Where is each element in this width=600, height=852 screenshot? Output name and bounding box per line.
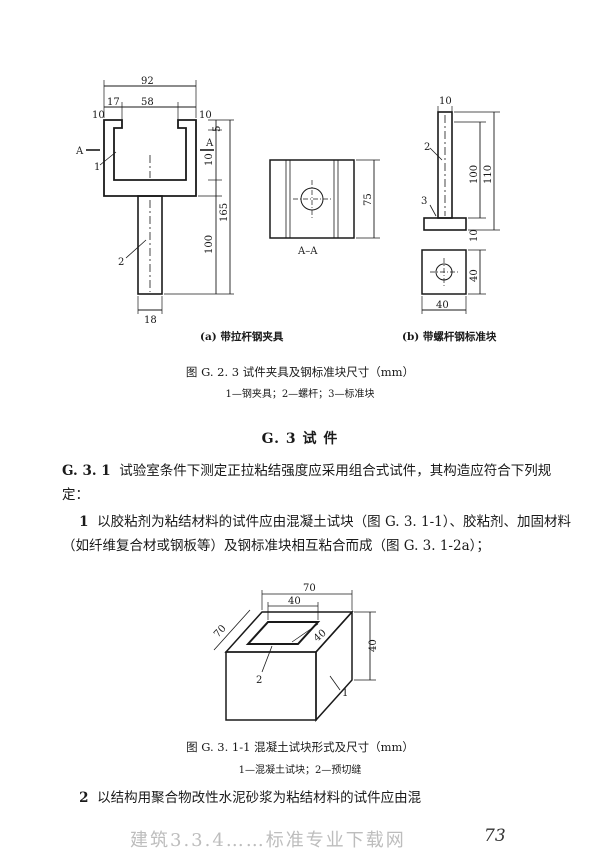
dim-a-100: 100 (204, 235, 215, 254)
label-part-2: 2 (118, 257, 124, 268)
clause-text: 试验室条件下测定正拉粘结强度应采用组合式试件，其构造应符合下列规定： (62, 463, 552, 503)
dim-a-92: 92 (141, 76, 154, 87)
label-part-1: 1 (94, 162, 100, 173)
footer-watermark: 建筑3.3.4……标准专业下载网 (130, 830, 406, 851)
dim-a-58: 58 (141, 97, 154, 108)
figure-g311-legend: 1—混凝土试块；2—预切缝 (238, 765, 362, 776)
figure-g23-drawing: 92 10 17 58 10 A A 1 2 18 A–A 10 2 3 40 … (75, 76, 500, 343)
label-section-right: A (205, 138, 214, 149)
item-2: 2 以结构用聚合物改性水泥砂浆为粘结材料的试件应由混 (62, 786, 572, 810)
item-2-text: 以结构用聚合物改性水泥砂浆为粘结材料的试件应由混 (97, 790, 422, 806)
label-b-part-3: 3 (421, 196, 427, 207)
item-1-number: 1 (79, 514, 89, 530)
item-1-text: 以胶粘剂为粘结材料的试件应由混凝土试块（图 G. 3. 1-1）、胶粘剂、加固材… (62, 514, 572, 554)
subcaption-b: (b) 带螺杆钢标准块 (402, 330, 497, 343)
dim-a-10-right: 10 (199, 110, 212, 121)
section-aa-label: A–A (297, 246, 318, 257)
figure-g23-legend: 1—钢夹具；2—螺杆；3—标准块 (225, 389, 375, 400)
item-2-number: 2 (79, 790, 89, 806)
section-title: G. 3 试 件 (261, 431, 339, 447)
page-number: 73 (484, 826, 506, 846)
label-2: 2 (256, 675, 262, 686)
clause-number: G. 3. 1 (62, 463, 111, 479)
item-1: 1 以胶粘剂为粘结材料的试件应由混凝土试块（图 G. 3. 1-1）、胶粘剂、加… (62, 510, 572, 558)
dim-a-5: 5 (212, 126, 223, 132)
dim-b-110: 110 (483, 165, 494, 184)
dim-side-70: 70 (212, 623, 229, 640)
dim-top-40: 40 (288, 596, 301, 607)
label-b-part-2: 2 (424, 142, 430, 153)
dim-top-70: 70 (303, 583, 316, 594)
figure-g311-drawing: 70 40 2 1 70 40 40 (212, 583, 379, 722)
dim-b-40-w: 40 (436, 300, 449, 311)
dim-b-plate-10: 10 (469, 229, 480, 242)
dim-b-100: 100 (469, 165, 480, 184)
figure-g23-caption: 图 G. 2. 3 试件夹具及钢标准块尺寸（mm） (185, 365, 415, 379)
dim-aa-75: 75 (363, 193, 374, 206)
clause-g31: G. 3. 1 试验室条件下测定正拉粘结强度应采用组合式试件，其构造应符合下列规… (62, 459, 562, 507)
figure-g311-caption: 图 G. 3. 1-1 混凝土试块形式及尺寸（mm） (186, 740, 414, 754)
label-1: 1 (342, 688, 348, 699)
dim-b-top-10: 10 (439, 96, 452, 107)
dim-a-17: 17 (107, 97, 120, 108)
dim-height-40: 40 (368, 639, 379, 652)
dim-a-flange-10: 10 (204, 153, 215, 166)
dim-a-10-left: 10 (92, 110, 105, 121)
dim-a-165: 165 (219, 203, 230, 222)
dim-b-40-h: 40 (469, 269, 480, 282)
dim-a-rod-width: 18 (144, 315, 157, 326)
label-section-left: A (75, 146, 84, 157)
subcaption-a: (a) 带拉杆钢夹具 (200, 330, 284, 343)
